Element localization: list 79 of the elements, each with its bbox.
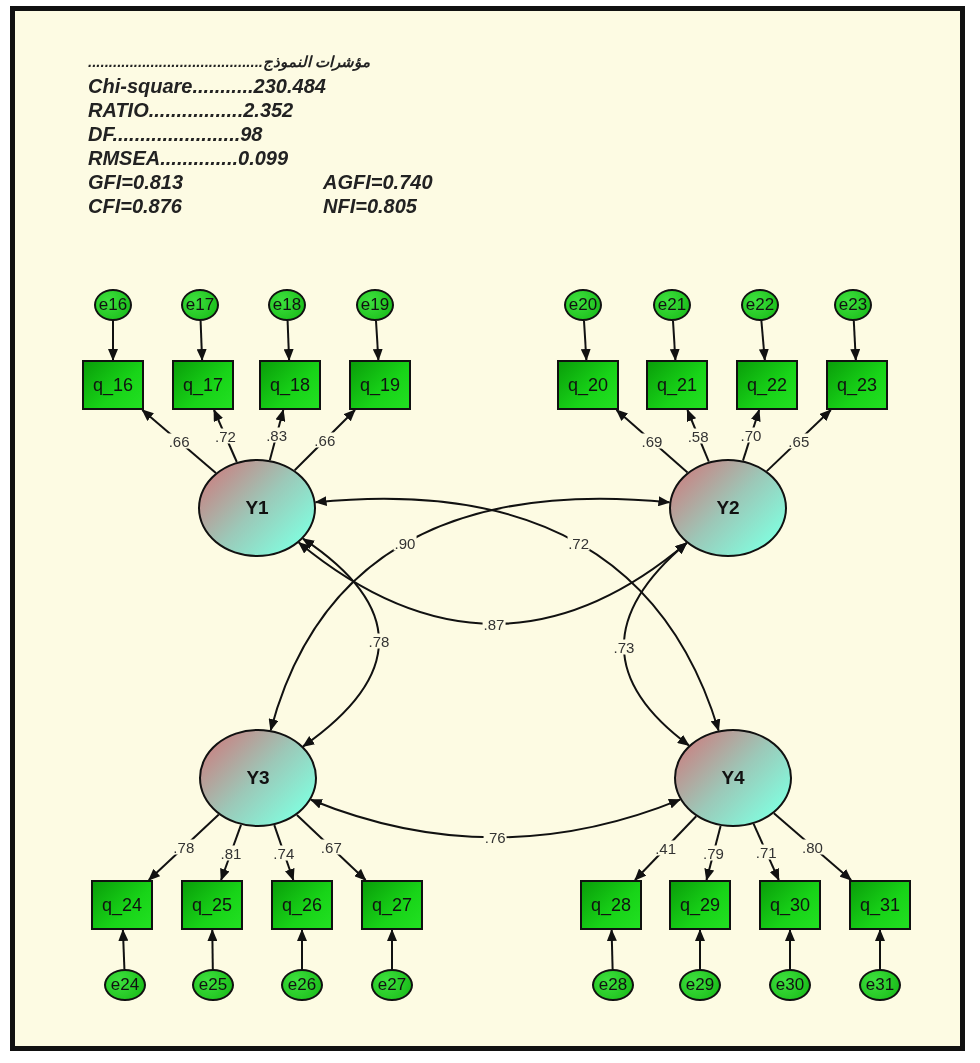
arrow	[686, 409, 710, 463]
edge-label: .66	[167, 433, 191, 449]
edge-label: .80	[801, 839, 824, 855]
edge-label: .79	[702, 845, 725, 861]
double-headed-arrow	[314, 496, 720, 732]
fit-index-text: GFI=0.813	[88, 170, 185, 194]
arrow	[785, 929, 795, 970]
observed-variable-box: q_20	[557, 360, 619, 410]
arrow	[695, 929, 705, 970]
fit-index-text: DF.......................98	[88, 122, 263, 146]
arrow	[118, 929, 129, 970]
arrow	[758, 320, 769, 361]
edge-label: .41	[654, 840, 677, 856]
edge-label: .78	[367, 633, 391, 649]
arrow	[213, 409, 238, 463]
edge-label: .83	[265, 427, 288, 443]
arrow	[207, 929, 218, 970]
arrow	[875, 929, 885, 970]
arrow	[850, 320, 861, 361]
arrow	[273, 824, 295, 881]
edge-label: .72	[567, 535, 590, 551]
observed-variable-box: q_28	[580, 880, 642, 930]
edge-label: .73	[612, 639, 636, 655]
arrow	[742, 409, 761, 462]
arrow	[196, 320, 207, 361]
edge-label: .74	[272, 845, 296, 860]
observed-variable-box: q_22	[736, 360, 798, 410]
edge-label: .67	[319, 839, 343, 855]
double-headed-arrow	[269, 496, 671, 732]
observed-variable-box: q_16	[82, 360, 144, 410]
observed-variable-box: q_29	[669, 880, 731, 930]
arrow	[772, 812, 853, 881]
observed-variable-box: q_25	[181, 880, 243, 930]
arrow	[615, 409, 689, 474]
edge-label: .65	[787, 433, 811, 448]
edge-label: .58	[686, 428, 710, 444]
observed-variable-box: q_19	[349, 360, 411, 410]
edge-label: .81	[219, 845, 243, 860]
fit-index-text: RATIO.................2.352	[88, 98, 294, 122]
edge-label: .70	[739, 427, 763, 443]
observed-variable-box: q_21	[646, 360, 708, 410]
edge-label: .90	[393, 535, 417, 551]
arrow	[108, 320, 118, 361]
observed-variable-box: q_17	[172, 360, 234, 410]
observed-variable-box: q_18	[259, 360, 321, 410]
arrow	[295, 813, 367, 881]
fit-index-text: Chi-square...........230.484	[88, 74, 326, 98]
arrow	[147, 813, 220, 881]
fit-index-text: NFI=0.805	[323, 194, 417, 218]
observed-variable-box: q_31	[849, 880, 911, 930]
observed-variable-box: q_26	[271, 880, 333, 930]
arrow	[765, 409, 832, 473]
fit-index-text: RMSEA..............0.099	[88, 146, 289, 170]
double-headed-arrow	[302, 537, 381, 748]
fit-index-text: CFI=0.876	[88, 194, 183, 218]
observed-variable-box: q_27	[361, 880, 423, 930]
double-headed-arrow	[309, 798, 681, 839]
fit-index-text: AGFI=0.740	[323, 170, 433, 194]
edge-label: .78	[172, 839, 196, 855]
arrow	[387, 929, 397, 970]
edge-label: .66	[313, 432, 337, 448]
arrow	[297, 929, 307, 970]
arrow	[634, 815, 698, 881]
edge-label: .71	[754, 844, 778, 860]
observed-variable-box: q_23	[826, 360, 888, 410]
arrow	[606, 929, 617, 970]
heading-text: مؤشرات النموذج..........................................	[88, 52, 371, 73]
double-headed-arrow	[622, 542, 690, 747]
arrow	[669, 320, 680, 361]
arrow	[752, 822, 780, 881]
arrow	[283, 320, 294, 361]
arrow	[704, 824, 722, 881]
arrow	[293, 409, 356, 472]
observed-variable-box: q_30	[759, 880, 821, 930]
edge-label: .72	[213, 428, 237, 444]
arrow	[372, 320, 383, 361]
edge-label: .69	[640, 433, 664, 449]
observed-variable-box: q_24	[91, 880, 153, 930]
arrow	[580, 320, 591, 361]
